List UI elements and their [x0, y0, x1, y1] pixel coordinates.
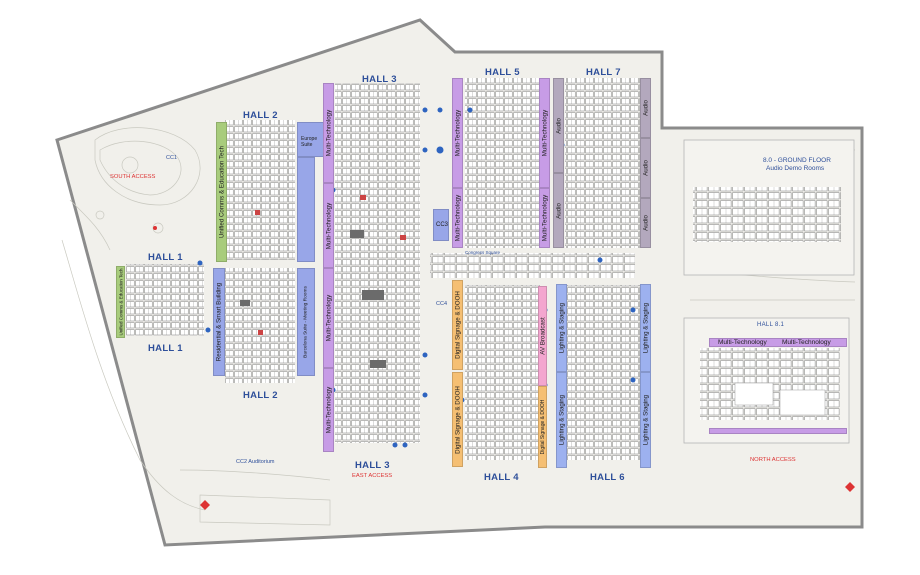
hall7-audio-right-top: Audio: [640, 78, 651, 138]
hall-1-label-top: HALL 1: [148, 252, 183, 263]
cc3-label: CC3: [436, 222, 449, 228]
congress-square-booths: [430, 253, 635, 278]
hall81-multitech-text-2: Multi-Technology: [782, 339, 831, 346]
barcelona-suite-bar: Barcelona Suite - Meeting Rooms: [297, 268, 315, 376]
cc2-label: CC2 Auditorium: [236, 459, 275, 465]
hall6-lighting-right-bottom: Lighting & Staging: [640, 372, 651, 468]
hall81-bottom-bar: [709, 428, 847, 434]
hall5-multitech-left-top-text: Multi-Technology: [454, 109, 461, 157]
hall5-multitech-left-top: Multi-Technology: [452, 78, 463, 188]
hall7-audio-right-bottom: Audio: [640, 198, 651, 248]
hall4-signage-bottom-text: Digital Signage & DOOH: [454, 385, 461, 454]
hall-7-label: HALL 7: [586, 67, 621, 78]
hall7-audio-left-bottom: Audio: [553, 173, 564, 248]
hall3-multitech-bottom-text: Multi-Technology: [325, 386, 332, 434]
hall5-multitech-right-bottom: Multi-Technology: [539, 188, 550, 248]
residential-bar: Residential & Smart Building: [213, 268, 225, 376]
hall6-lighting-left-bottom: Lighting & Staging: [556, 372, 567, 468]
hall3-multitech-low-text: Multi-Technology: [325, 294, 332, 342]
north-access-label: NORTH ACCESS: [750, 457, 796, 463]
hall5-multitech-right-bottom-text: Multi-Technology: [541, 194, 548, 242]
hall-1-booths: [126, 264, 204, 336]
hall81-multitech-bar: Multi-Technology Multi-Technology: [709, 338, 847, 347]
hall-4-label: HALL 4: [484, 472, 519, 483]
hall7-audio-right-bottom-text: Audio: [642, 215, 649, 231]
hall-7-booths: [565, 78, 640, 248]
residential-text: Residential & Smart Building: [215, 282, 223, 362]
hall-5-label: HALL 5: [485, 67, 520, 78]
hall4-signage-top-text: Digital Signage & DOOH: [454, 291, 461, 359]
hall-6-booths: [565, 285, 640, 460]
hall3-multitech-top: Multi-Technology: [323, 83, 334, 183]
hall5-multitech-left-bottom: Multi-Technology: [452, 188, 463, 248]
meeting-area: [779, 389, 826, 416]
hall6-lighting-right-top: Lighting & Staging: [640, 284, 651, 372]
hall-3-label-bottom: HALL 3: [355, 460, 390, 471]
hall3-multitech-bottom: Multi-Technology: [323, 368, 334, 452]
feature-stands: [240, 230, 386, 368]
europe-suite-label: Europe Suite: [301, 136, 318, 148]
cc4-label: CC4: [436, 301, 448, 307]
east-access-label: EAST ACCESS: [352, 473, 393, 479]
cc1-label: CC1: [166, 155, 178, 161]
cc3-block: CC3: [433, 209, 449, 241]
hall4-av-broadcast: AV Broadcast: [538, 286, 547, 386]
unified-comms-small-text: Unified Comms & Education Tech: [118, 268, 123, 336]
hall-2-booths-top: [225, 120, 295, 260]
hall3-multitech-top-text: Multi-Technology: [325, 109, 332, 157]
access-markers: [153, 226, 855, 510]
hall5-multitech-right-top: Multi-Technology: [539, 78, 550, 188]
hall6-lighting-left-top: Lighting & Staging: [556, 284, 567, 372]
hall5-multitech-left-bottom-text: Multi-Technology: [454, 194, 461, 242]
hall-6-label: HALL 6: [590, 472, 625, 483]
hall-5-booths: [465, 78, 540, 248]
south-access-label: SOUTH ACCESS: [110, 174, 156, 180]
hall3-multitech-low: Multi-Technology: [323, 268, 334, 368]
hall7-audio-right-top-text: Audio: [642, 100, 649, 116]
hall6-lighting-left-bottom-text: Lighting & Staging: [558, 394, 565, 446]
hall81-multitech-text-1: Multi-Technology: [718, 339, 767, 346]
discovery-zone: [734, 382, 774, 406]
unified-comms-bar: Unified Comms & Education Tech: [216, 122, 227, 262]
europe-suite-column: [297, 157, 315, 262]
hall4-av-broadcast-text: AV Broadcast: [539, 317, 546, 355]
barcelona-suite-text: Barcelona Suite - Meeting Rooms: [303, 286, 309, 358]
hall-80-rooms: [693, 187, 841, 242]
hall6-lighting-left-top-text: Lighting & Staging: [558, 302, 565, 354]
hall-2-booths-bottom: [225, 268, 295, 383]
hall3-multitech-mid-text: Multi-Technology: [325, 202, 332, 249]
hall6-lighting-right-bottom-text: Lighting & Staging: [642, 394, 649, 446]
hall-80-label: 8.0 - GROUND FLOOR: [763, 157, 831, 164]
hall-1-label-bottom: HALL 1: [148, 343, 183, 354]
hall-2-label-top: HALL 2: [243, 110, 278, 121]
hall-2-label-bottom: HALL 2: [243, 390, 278, 401]
hall-4-booths: [465, 285, 540, 460]
hall-3-label-top: HALL 3: [362, 74, 397, 85]
hall6-lighting-right-top-text: Lighting & Staging: [642, 302, 649, 354]
hall-3-booths: [335, 83, 420, 443]
congress-square-label: Congress Square: [465, 250, 501, 255]
hall7-audio-left-bottom-text: Audio: [555, 202, 562, 219]
hall3-multitech-mid: Multi-Technology: [323, 183, 334, 268]
hall4-signage-bottom: Digital Signage & DOOH: [452, 372, 463, 467]
hall5-multitech-right-top-text: Multi-Technology: [541, 109, 548, 157]
hall7-audio-right-mid: Audio: [640, 138, 651, 198]
hall4-signage-right: Digital Signage & DOOH: [538, 386, 547, 468]
hall7-audio-left-top-text: Audio: [555, 117, 562, 134]
hall-81-label: HALL 8.1: [757, 322, 785, 328]
unified-comms-small-bar: Unified Comms & Education Tech: [116, 266, 125, 338]
unified-comms-text: Unified Comms & Education Tech: [218, 145, 225, 239]
hall7-audio-left-top: Audio: [553, 78, 564, 173]
hall4-signage-right-text: Digital Signage & DOOH: [539, 399, 546, 455]
hall7-audio-right-mid-text: Audio: [642, 160, 649, 176]
hall4-signage-top: Digital Signage & DOOH: [452, 280, 463, 370]
hall-80-sublabel: Audio Demo Rooms: [766, 165, 825, 172]
